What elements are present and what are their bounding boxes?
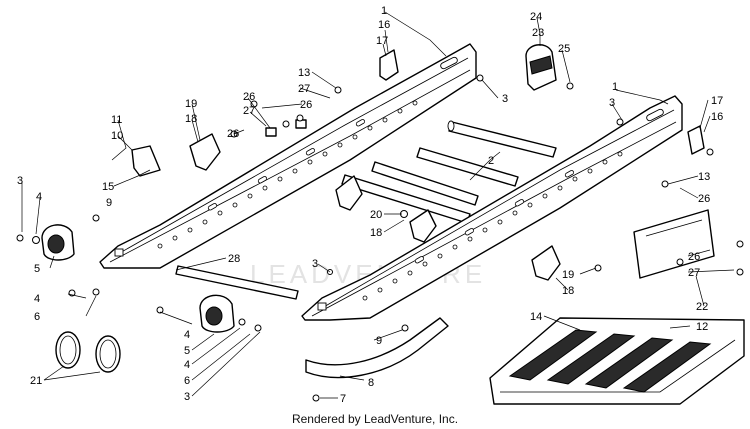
bolts (16, 74, 744, 402)
callout: 15 (102, 181, 114, 193)
callout: 3 (312, 258, 318, 270)
callout: 6 (34, 311, 40, 323)
callout: 20 (370, 209, 382, 221)
slide-plate-22 (633, 209, 715, 279)
callout: 27 (298, 83, 310, 95)
callout: 12 (696, 321, 708, 333)
callout: 22 (696, 301, 708, 313)
brackets (131, 44, 715, 281)
callout: 11 (111, 114, 122, 126)
leader-lines (21, 11, 735, 399)
callout: 4 (36, 191, 42, 203)
callout: 26 (698, 193, 710, 205)
callout: 10 (111, 130, 123, 142)
callout: 18 (370, 227, 382, 239)
callout: 23 (532, 27, 544, 39)
callout: 26 (227, 128, 239, 140)
callout: 27 (243, 105, 255, 117)
track (489, 317, 745, 405)
callout: 18 (562, 285, 574, 297)
shaft-28 (175, 265, 299, 300)
callout: 18 (185, 113, 197, 125)
callout: 5 (34, 263, 40, 275)
left-rail (99, 43, 477, 269)
callout: 16 (711, 111, 723, 123)
callout: 13 (298, 67, 310, 79)
clamps (55, 331, 121, 373)
callout: 8 (368, 377, 374, 389)
callout: 21 (30, 375, 42, 387)
callout: 7 (340, 393, 346, 405)
callouts: 1 16 17 24 23 25 13 27 26 3 1 3 17 16 19… (17, 5, 723, 405)
callout: 13 (698, 171, 710, 183)
callout: 25 (558, 43, 570, 55)
callout: 1 (381, 5, 387, 17)
callout: 5 (184, 345, 190, 357)
right-rail (301, 95, 683, 321)
callout: 9 (376, 335, 382, 347)
callout: 2 (488, 155, 494, 167)
rail-8 (305, 317, 449, 379)
callout: 3 (184, 391, 190, 403)
callout: 17 (711, 95, 723, 107)
callout: 4 (184, 359, 190, 371)
footer-credit: Rendered by LeadVenture, Inc. (291, 412, 459, 426)
callout: 9 (106, 197, 112, 209)
callout: 4 (34, 293, 40, 305)
callout: 24 (530, 11, 542, 23)
callout: 26 (688, 251, 700, 263)
callout: 16 (378, 19, 390, 31)
callout: 17 (376, 35, 388, 47)
callout: 19 (562, 269, 574, 281)
hubs (41, 224, 235, 333)
callout: 26 (243, 91, 255, 103)
callout: 14 (530, 311, 542, 323)
callout: 27 (688, 267, 700, 279)
callout: 1 (612, 81, 618, 93)
callout: 3 (502, 93, 508, 105)
callout: 3 (609, 97, 615, 109)
callout: 3 (17, 175, 23, 187)
callout: 19 (185, 98, 197, 110)
callout: 4 (184, 329, 190, 341)
callout: 6 (184, 375, 190, 387)
callout: 26 (300, 99, 312, 111)
callout: 28 (228, 253, 240, 265)
